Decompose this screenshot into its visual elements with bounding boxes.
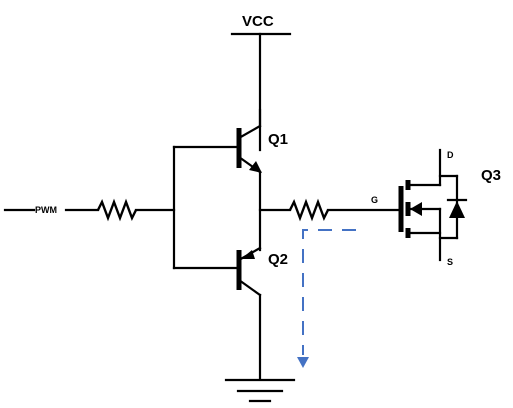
discharge-current-arrow <box>297 229 356 368</box>
mosfet-q3 <box>398 148 468 262</box>
source-label: S <box>447 257 453 267</box>
q1-label: Q1 <box>268 131 288 148</box>
base-bus <box>172 145 239 270</box>
current-arrow-head-icon <box>297 357 309 368</box>
q3-label: Q3 <box>481 167 501 184</box>
ground-icon <box>224 378 296 403</box>
drain-label: D <box>447 150 454 160</box>
q3-body-arrow-icon <box>410 202 422 216</box>
vcc-label: VCC <box>242 13 274 30</box>
pwm-label: PWM <box>35 205 57 215</box>
transistor-q1 <box>236 108 262 174</box>
q1-emitter-arrow-icon <box>249 161 262 173</box>
input-resistor <box>96 198 138 222</box>
vcc-rail <box>230 32 292 152</box>
q2-label: Q2 <box>268 251 288 268</box>
body-diode-icon <box>449 201 465 218</box>
transistor-q2 <box>236 246 262 380</box>
gate-label: G <box>371 195 378 205</box>
q2-emitter-arrow-icon <box>241 250 255 259</box>
gate-resistor <box>288 198 330 222</box>
